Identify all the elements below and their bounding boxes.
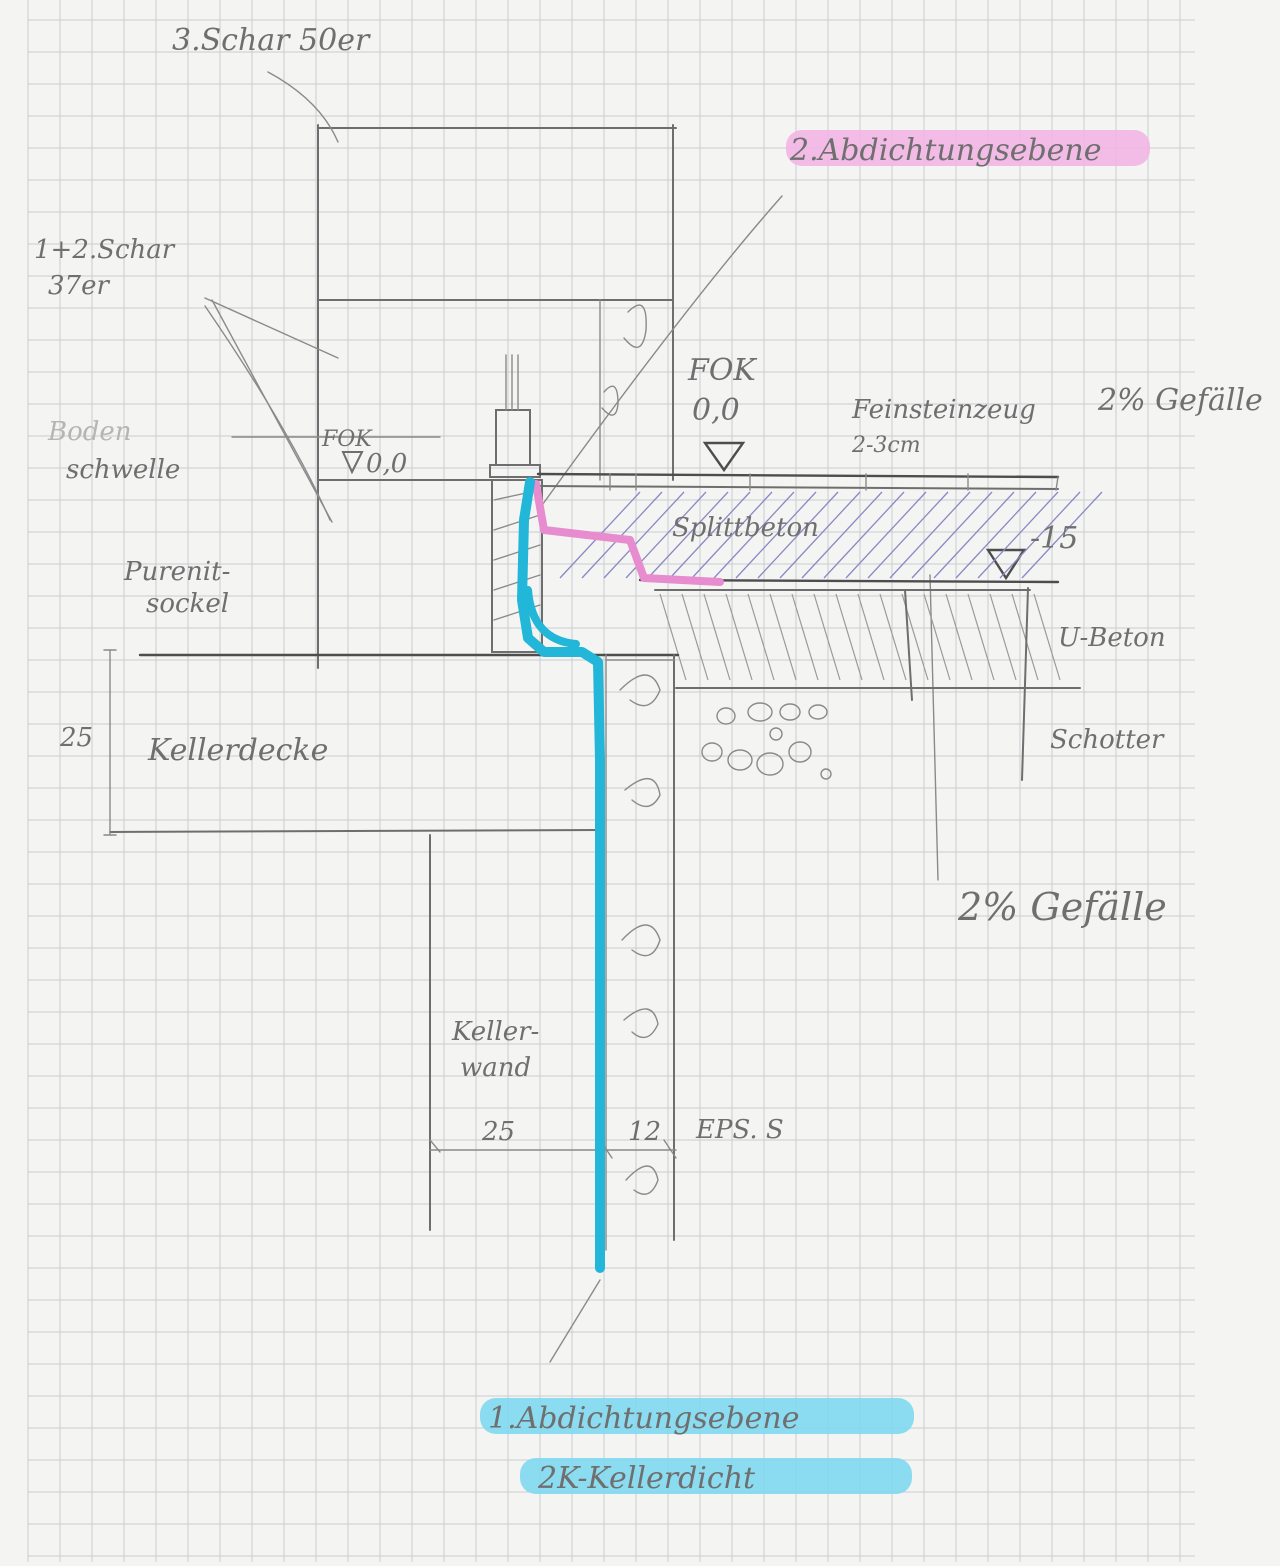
first-waterproofing-cove	[524, 586, 580, 648]
hatch-line	[823, 491, 905, 579]
label-gefaelle-top: 2% Gefälle	[1097, 383, 1263, 418]
label-schotter: Schotter	[1050, 725, 1165, 755]
hatch-line	[725, 593, 753, 681]
label-bodenschwelle-1: Boden	[47, 417, 132, 447]
label-purenit: Purenit-	[123, 557, 230, 587]
pink-highlight	[786, 130, 1150, 166]
label-fok-left: FOK	[321, 427, 373, 452]
splittbeton-hatching	[559, 491, 1103, 579]
door-sill	[489, 354, 541, 478]
feinsteinzeug-tiles	[536, 472, 1060, 491]
hatch-line	[779, 491, 861, 579]
hatch-line	[967, 593, 995, 681]
label-kellerdicht: 2K-Kellerdicht	[537, 1461, 756, 1496]
label-gefaelle-bottom: 2% Gefälle	[957, 885, 1167, 929]
label-kellerdecke: Kellerdecke	[147, 733, 328, 768]
label-feinsteinzeug: Feinsteinzeug	[851, 395, 1036, 425]
hatch-line	[1033, 593, 1061, 681]
hatch-line	[669, 491, 751, 579]
hatch-line	[747, 593, 775, 681]
label-fok-right: FOK	[687, 353, 757, 388]
label-kellerwand-1: Keller-	[451, 1017, 539, 1047]
label-3-schar: 3.Schar 50er	[172, 23, 371, 58]
hatch-line	[879, 593, 907, 681]
hatch-line	[845, 491, 927, 579]
cyan-highlight-1	[480, 1398, 914, 1434]
hatch-line	[703, 593, 731, 681]
hatch-line	[603, 491, 685, 579]
hatch-line	[857, 593, 885, 681]
hatch-line	[735, 491, 817, 579]
label-37er: 37er	[48, 271, 110, 301]
label-splittbeton: Splittbeton	[672, 513, 819, 543]
hatch-line	[691, 491, 773, 579]
hatch-line	[923, 593, 951, 681]
purenit-sockel-block	[491, 479, 543, 653]
first-waterproofing-layer	[517, 477, 605, 1273]
label-dim-12: 12	[628, 1117, 661, 1147]
hatch-line	[989, 593, 1017, 681]
hatch-line	[757, 491, 839, 579]
fok-level-right	[702, 441, 746, 473]
eps-insulation-squiggle	[619, 674, 661, 1195]
label-abdichtung-2: 2.Abdichtungsebene	[789, 133, 1102, 168]
label-feinsteinzeug-thickness: 2-3cm	[851, 433, 921, 458]
label-sockel: sockel	[146, 589, 229, 619]
label-minus-15: -15	[1030, 521, 1078, 556]
label-kellerwand-2: wand	[460, 1053, 531, 1083]
hatch-line	[977, 491, 1059, 579]
hatch-line	[713, 491, 795, 579]
hatch-line	[647, 491, 729, 579]
hatch-line	[801, 491, 883, 579]
label-bodenschwelle-2: schwelle	[66, 455, 180, 485]
cyan-highlight-2	[520, 1458, 912, 1494]
kellerwand	[429, 654, 675, 1251]
hatch-line	[581, 491, 663, 579]
level-minus15-marker	[985, 548, 1027, 581]
label-abdichtung-1: 1.Abdichtungsebene	[488, 1401, 800, 1436]
label-dim-25-bottom: 25	[481, 1117, 515, 1147]
hatch-line	[681, 593, 709, 681]
hatch-line	[791, 593, 819, 681]
dimension-line-bottom	[429, 1139, 677, 1159]
label-dim-25-left: 25	[59, 723, 93, 753]
hatch-line	[1021, 491, 1103, 579]
hatch-line	[945, 593, 973, 681]
hatch-line	[955, 491, 1037, 579]
schotter-gravel	[701, 702, 832, 780]
hatch-line	[999, 491, 1081, 579]
hatch-line	[659, 593, 687, 681]
hatch-line	[835, 593, 863, 681]
label-fok-left-value: 0,0	[366, 449, 407, 479]
ubeton-outline	[654, 587, 1081, 781]
hatch-line	[769, 593, 797, 681]
hatch-line	[911, 491, 993, 579]
wall-outline	[317, 124, 677, 669]
ubeton-hatching	[659, 593, 1061, 681]
hatch-line	[813, 593, 841, 681]
label-1-2-schar: 1+2.Schar	[34, 235, 176, 265]
hatch-line	[889, 491, 971, 579]
label-eps: EPS. S	[695, 1115, 784, 1145]
second-waterproofing-layer	[532, 480, 724, 586]
leader-lines	[204, 71, 939, 1363]
hatch-line	[1011, 593, 1039, 681]
label-ubeton: U-Beton	[1058, 623, 1166, 653]
hatch-line	[933, 491, 1015, 579]
hatch-line	[867, 491, 949, 579]
fok-level-left	[341, 451, 364, 475]
label-fok-right-value: 0,0	[692, 393, 740, 428]
